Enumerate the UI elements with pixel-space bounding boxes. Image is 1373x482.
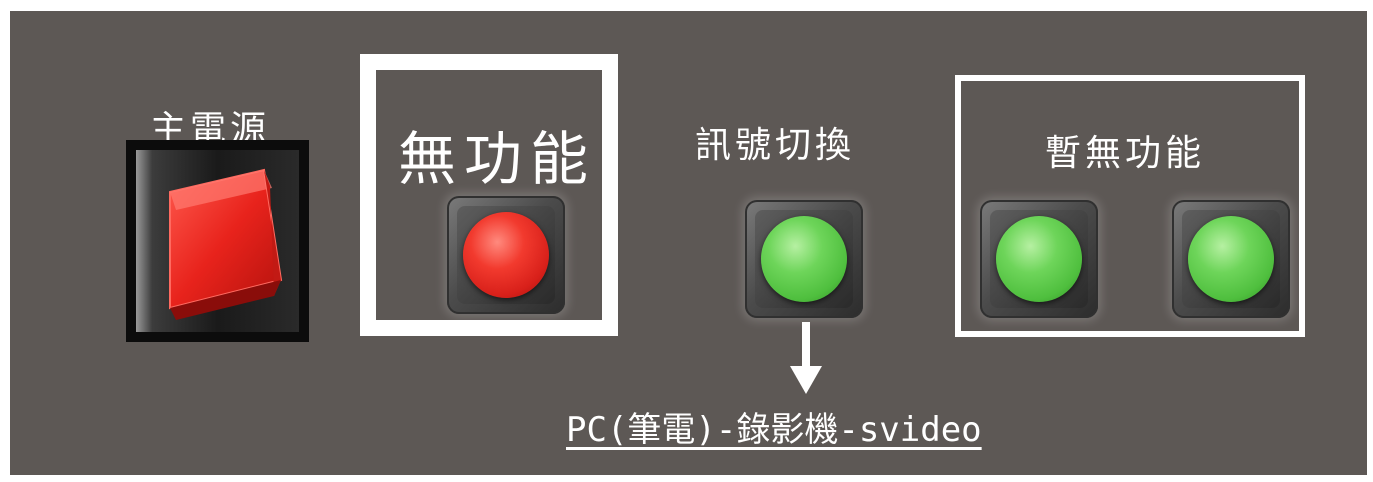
temp-nofunc-label: 暫無功能 (1045, 133, 1206, 174)
green-push-button-1[interactable] (980, 200, 1098, 318)
nofunc-label: 無功能 (398, 125, 597, 193)
green-button-cap (1188, 216, 1274, 302)
arrow-down-icon (790, 322, 822, 394)
power-rocker-switch[interactable] (126, 140, 309, 342)
rocker-icon (169, 168, 283, 320)
green-button-cap (761, 216, 847, 302)
red-push-button[interactable] (447, 196, 565, 314)
green-button-cap (996, 216, 1082, 302)
signal-switch-label: 訊號切換 (695, 125, 856, 166)
green-push-button-2[interactable] (1172, 200, 1290, 318)
signal-switch-button[interactable] (745, 200, 863, 318)
nofunc-group-frame (360, 54, 618, 336)
signal-route-note: PC(筆電)-錄影機-svideo (566, 410, 982, 450)
temp-nofunc-group-frame (955, 75, 1305, 337)
red-button-cap (463, 212, 549, 298)
